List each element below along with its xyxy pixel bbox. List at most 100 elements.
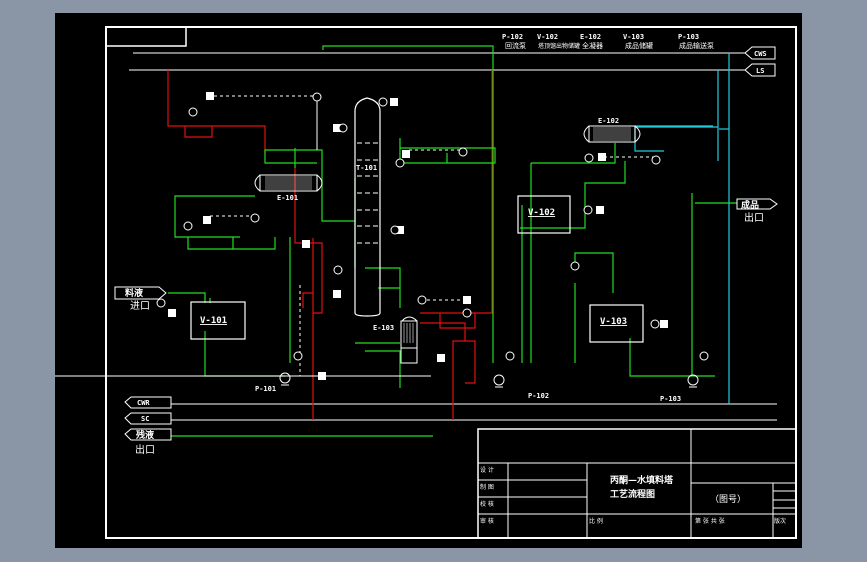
flow-recorder-icon <box>168 309 176 317</box>
vessel-v102[interactable]: V-102 <box>517 195 571 234</box>
inner-frame <box>105 26 797 539</box>
legend-name: 成品输送泵 <box>679 41 714 50</box>
column-t101[interactable]: T-101 <box>354 97 381 317</box>
vessel-v103[interactable]: V-103 <box>589 304 644 343</box>
level-recorder-icon <box>596 206 604 214</box>
temperature-indicator-icon <box>338 123 348 133</box>
legend-name: 成品储罐 <box>625 41 653 50</box>
svg-text:P-101: P-101 <box>255 385 276 393</box>
steam-lines <box>167 70 493 420</box>
svg-text:V-102: V-102 <box>528 208 555 218</box>
designer-label: 设 计 <box>480 466 494 474</box>
drawing-number: （图号） <box>710 494 746 505</box>
title-block <box>477 428 797 539</box>
temperature-indicator-icon <box>584 153 594 163</box>
pressure-controller-icon <box>390 98 398 106</box>
drawing-sheet: P-102 回流泵 V-102 塔顶馏出物储罐 E-102 全凝器 V-103 … <box>55 13 802 548</box>
svg-text:E-101: E-101 <box>277 194 298 202</box>
legend-item: P-103 成品输送泵 <box>678 33 714 50</box>
legend-tag: E-102 <box>580 33 601 41</box>
svg-text:P-103: P-103 <box>660 395 681 403</box>
legend-tag: V-102 <box>537 33 558 41</box>
pump-p103[interactable]: P-103 <box>660 374 699 403</box>
level-recorder-icon <box>333 290 341 298</box>
control-valve-icon <box>402 150 410 158</box>
svg-text:SC: SC <box>141 415 149 423</box>
feed-inlet-tag: 料液 进口 <box>114 286 167 312</box>
level-recorder-icon <box>660 320 668 328</box>
vessel-v101[interactable]: V-101 <box>190 301 246 340</box>
version-label: 版次 <box>774 517 786 525</box>
instruments <box>156 92 709 380</box>
flow-indicator-icon <box>183 221 193 231</box>
svg-text:料液: 料液 <box>125 287 144 299</box>
svg-text:T-101: T-101 <box>356 164 377 172</box>
pressure-indicator-icon <box>378 97 388 107</box>
scale-label: 比 例 <box>589 517 603 525</box>
svg-text:P-102: P-102 <box>528 392 549 400</box>
legend-item: E-102 全凝器 <box>580 33 603 50</box>
svg-text:成品: 成品 <box>741 199 759 211</box>
sc-tag: SC <box>124 412 172 425</box>
residue-outlet-tag: 残液 出口 <box>124 428 172 456</box>
heat-exchanger-e102[interactable]: E-102 <box>583 117 641 143</box>
instrument-signals <box>55 95 654 377</box>
flow-indicator-icon <box>462 308 472 318</box>
legend-name: 回流泵 <box>505 41 526 50</box>
svg-text:CWS: CWS <box>754 50 767 58</box>
legend-tag: P-102 <box>502 33 523 41</box>
control-valve-icon <box>463 296 471 304</box>
product-outlet-tag: 成品 出口 <box>736 198 778 224</box>
pressure-indicator-icon <box>458 147 468 157</box>
pump-p102[interactable]: P-102 <box>493 374 549 400</box>
legend-item: P-102 回流泵 <box>502 33 526 50</box>
checker-label: 校 核 <box>480 500 494 508</box>
level-indicator-icon <box>650 319 660 329</box>
flow-indicator-icon <box>570 261 580 271</box>
temperature-recorder-icon <box>396 226 404 234</box>
svg-text:出口: 出口 <box>744 211 764 224</box>
heat-exchanger-e101[interactable]: E-101 <box>254 174 323 202</box>
cwr-tag: CWR <box>124 396 172 409</box>
legend-name: 塔顶馏出物储罐 <box>538 42 580 50</box>
svg-text:LS: LS <box>756 67 764 75</box>
flow-indicator-icon <box>188 107 198 117</box>
legend-tag: P-103 <box>678 33 699 41</box>
approver-label: 审 核 <box>480 517 494 525</box>
drafter-label: 制 图 <box>480 483 494 491</box>
title-block-text: 设 计 制 图 校 核 审 核 比 例 丙酮—水填料塔 工艺流程图 （图号） 第… <box>480 466 786 525</box>
temperature-controller-icon <box>417 295 427 305</box>
level-indicator-icon <box>333 265 343 275</box>
pump-p101[interactable]: P-101 <box>255 372 291 393</box>
svg-text:E-103: E-103 <box>373 324 394 332</box>
flow-indicator-icon <box>156 298 166 308</box>
legend-item: V-103 成品储罐 <box>623 33 653 50</box>
drawing-title: 丙酮—水填料塔 <box>610 474 674 486</box>
cws-tag: CWS <box>744 46 776 60</box>
flow-indicator-icon <box>395 158 405 168</box>
drawing-subtitle: 工艺流程图 <box>610 488 655 500</box>
level-recorder-icon <box>318 372 326 380</box>
ls-tag: LS <box>744 63 776 77</box>
pressure-indicator-icon <box>505 351 515 361</box>
legend-tag: V-103 <box>623 33 644 41</box>
corner-box <box>105 26 187 47</box>
reboiler-e103[interactable]: E-103 <box>373 316 418 364</box>
control-valve-icon <box>206 92 214 100</box>
pressure-indicator-icon <box>699 351 709 361</box>
svg-text:E-102: E-102 <box>598 117 619 125</box>
legend-header: P-102 回流泵 V-102 塔顶馏出物储罐 E-102 全凝器 V-103 … <box>502 33 714 50</box>
temperature-recorder-icon <box>302 240 310 248</box>
level-indicator-icon <box>583 205 593 215</box>
control-valve-icon <box>598 153 606 161</box>
temperature-indicator-icon <box>390 225 400 235</box>
svg-text:V-101: V-101 <box>200 316 227 326</box>
pressure-indicator-icon <box>293 351 303 361</box>
legend-item: V-102 塔顶馏出物储罐 <box>537 33 580 50</box>
svg-text:出口: 出口 <box>135 443 155 456</box>
svg-text:CWR: CWR <box>137 399 150 407</box>
cooling-water-lines <box>634 53 730 404</box>
sheet-count-label: 第 张 共 张 <box>695 517 725 525</box>
control-valve-icon <box>203 216 211 224</box>
temperature-recorder-icon <box>333 124 341 132</box>
